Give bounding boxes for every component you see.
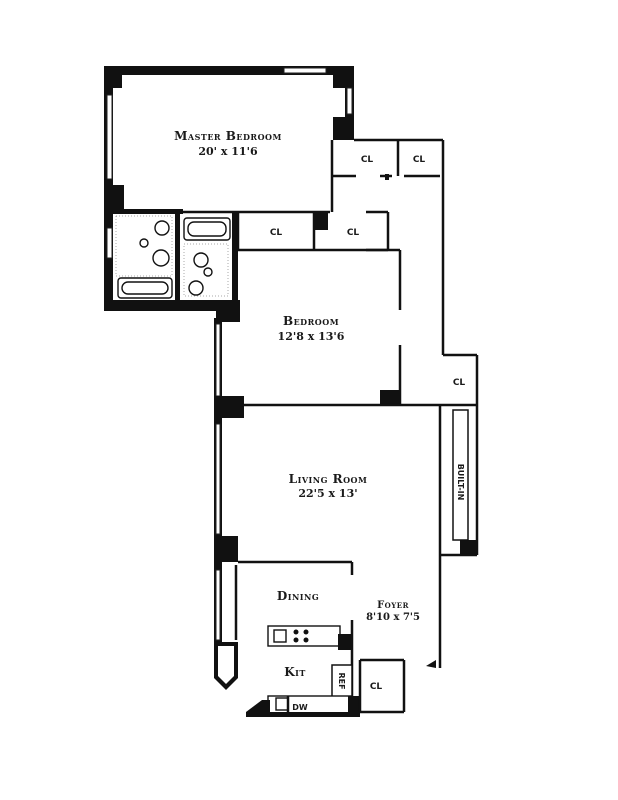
closet-label-5: CL	[453, 378, 466, 388]
bedroom-dims: 12'8 x 13'6	[278, 330, 345, 343]
dining-name: Dining	[277, 589, 319, 603]
closet-label-3: CL	[270, 228, 283, 238]
refrigerator-label: REF	[337, 672, 346, 689]
master-bedroom-walls	[104, 66, 354, 311]
closet-label-1: CL	[361, 155, 374, 165]
living-room-name: Living Room	[289, 472, 368, 486]
master-bedroom-dims: 20' x 11'6	[198, 145, 258, 158]
master-bedroom-name: Master Bedroom	[174, 129, 282, 143]
built-in-label: BUILT-IN	[456, 464, 465, 501]
bedroom-name: Bedroom	[283, 314, 339, 328]
foyer-name: Foyer	[377, 600, 409, 611]
bathrooms	[104, 212, 238, 311]
corridor-walls	[437, 140, 479, 668]
living-room-walls	[214, 418, 354, 575]
dishwasher-label: DW	[292, 703, 308, 712]
bedroom-walls	[214, 248, 437, 418]
room-labels: Master Bedroom 20' x 11'6 Bedroom 12'8 x…	[174, 129, 465, 712]
closet-label-6: CL	[370, 682, 383, 692]
living-room-dims: 22'5 x 13'	[298, 487, 357, 500]
closet-label-4: CL	[347, 228, 360, 238]
foyer-dims: 8'10 x 7'5	[366, 612, 420, 623]
closet-label-2: CL	[413, 155, 426, 165]
dining-kitchen-walls	[214, 562, 436, 717]
kitchen-name: Kit	[284, 665, 306, 679]
